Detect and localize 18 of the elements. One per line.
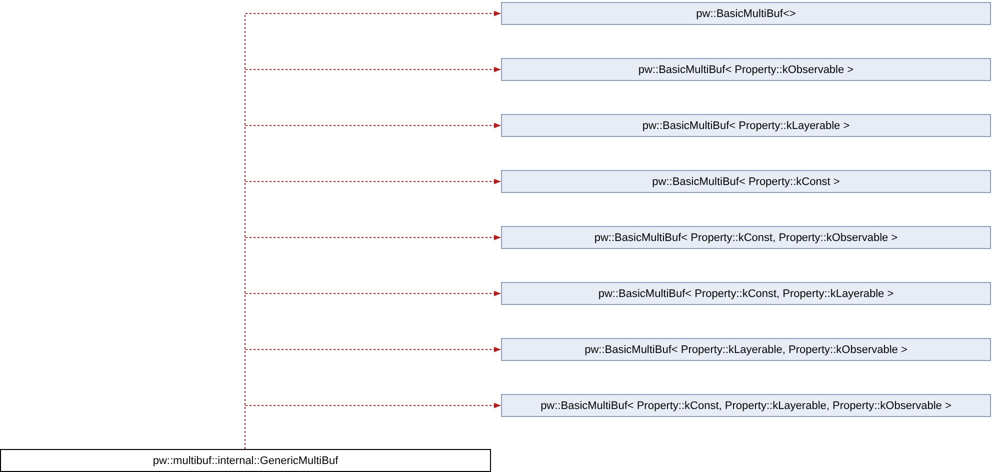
class-box: [501, 170, 991, 193]
class-box: [501, 114, 991, 137]
class-box: [501, 394, 991, 417]
class-name: pw::BasicMultiBuf< Property::kLayerable >: [642, 120, 850, 132]
class-box: [501, 338, 991, 361]
class-name: pw::BasicMultiBuf< Property::kConst >: [652, 176, 840, 188]
class-name: pw::BasicMultiBuf< Property::kConst, Property::kLayerable >: [598, 288, 894, 300]
class-name: pw::BasicMultiBuf< Property::kLayerable, Property::kObservable >: [584, 344, 908, 356]
base-class-box: [0, 449, 491, 472]
class-name: pw::BasicMultiBuf<>: [696, 8, 796, 20]
class-name: pw::multibuf::internal::GenericMultiBuf: [152, 454, 338, 466]
class-name: pw::BasicMultiBuf< Property::kObservable >: [638, 64, 854, 76]
class-box: [501, 282, 991, 305]
class-box: [501, 226, 991, 249]
class-name: pw::BasicMultiBuf< Property::kConst, Property::kLayerable, Property::kObservable >: [540, 400, 952, 412]
class-box: [501, 2, 991, 25]
class-name: pw::BasicMultiBuf< Property::kConst, Property::kObservable >: [594, 232, 898, 244]
class-box: [501, 58, 991, 81]
